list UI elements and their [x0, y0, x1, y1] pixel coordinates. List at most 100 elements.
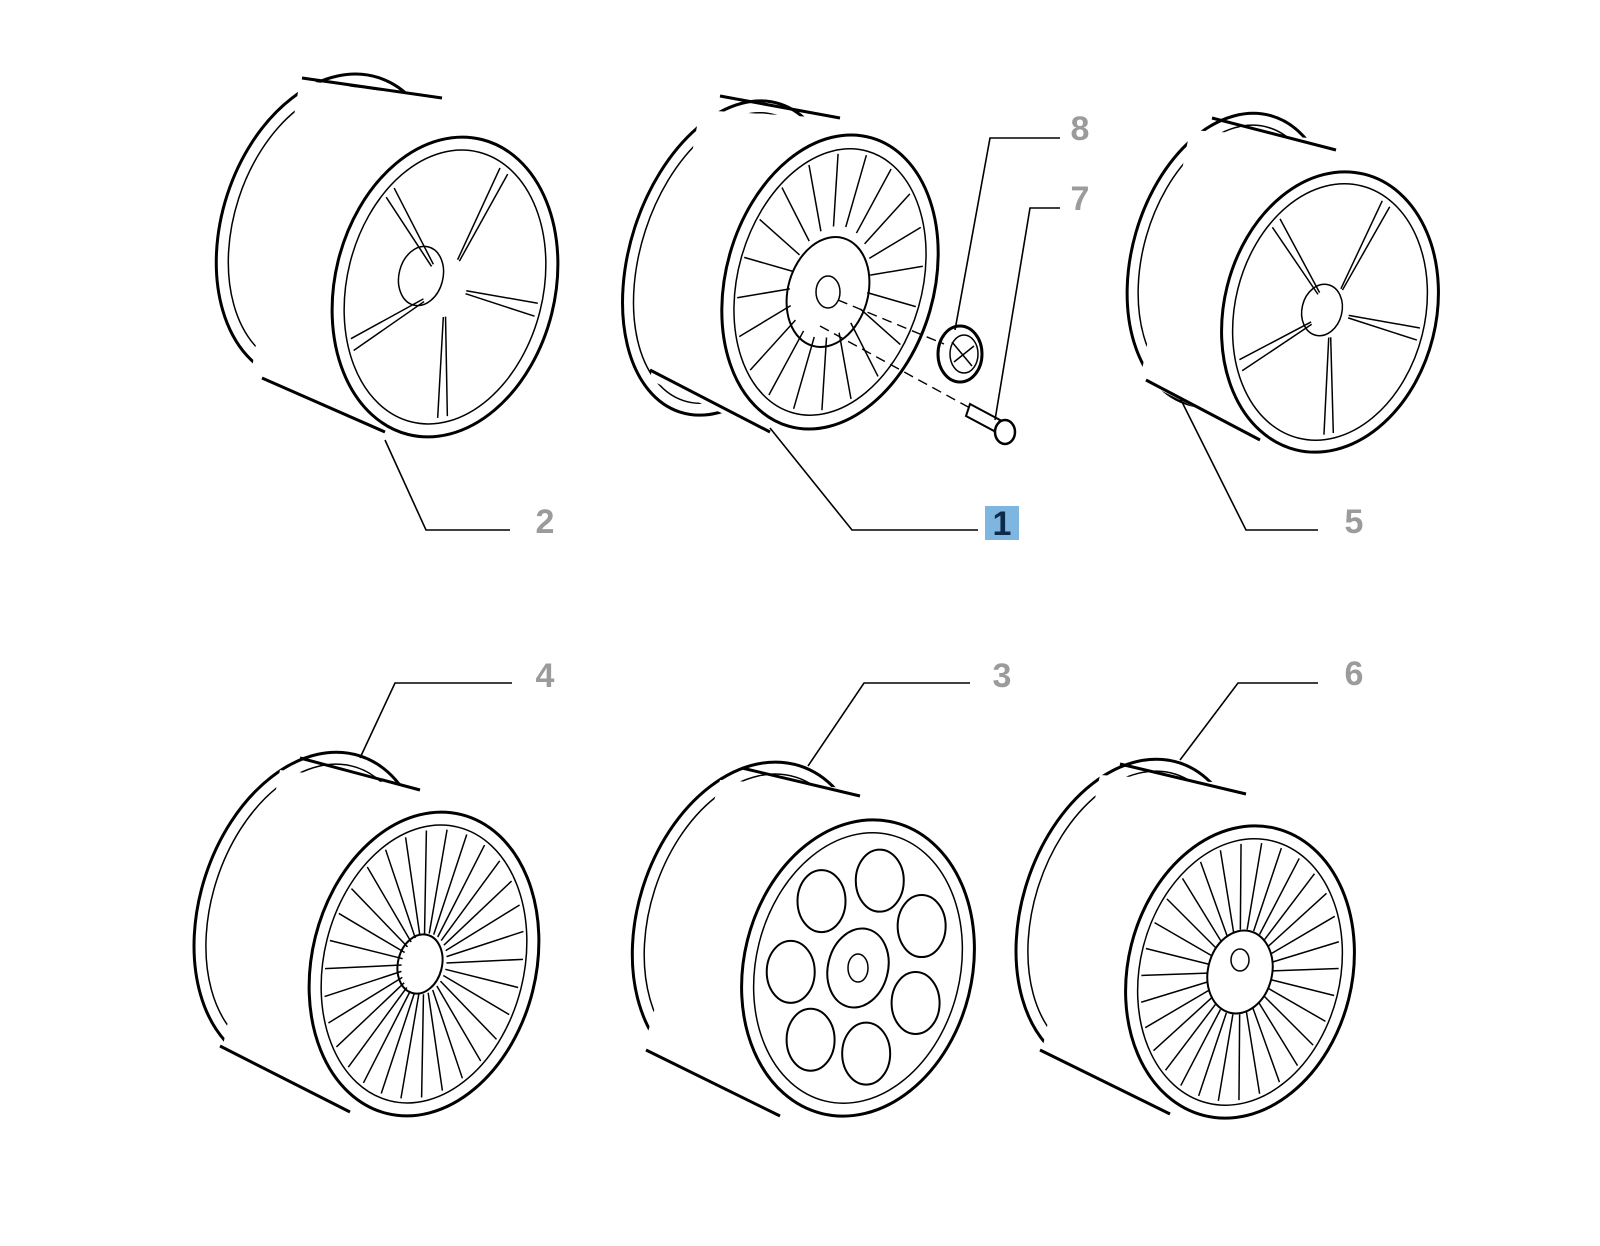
leader-3 — [807, 682, 970, 767]
spoke-line — [1272, 967, 1339, 972]
spoke-line — [845, 154, 868, 228]
wheel-3[interactable] — [593, 731, 1004, 1141]
spoke-line — [362, 990, 411, 1084]
wheel-2[interactable] — [178, 44, 588, 461]
spoke-line — [1323, 337, 1330, 435]
wheel-hole — [854, 848, 905, 913]
spoke-line — [328, 976, 403, 1024]
callout-5[interactable]: 5 — [1345, 503, 1364, 541]
wheel-hole — [785, 1007, 836, 1072]
wheel-hole — [765, 939, 816, 1004]
spoke-line — [437, 844, 486, 938]
spoke-line — [759, 218, 801, 256]
spoke-line — [1181, 877, 1222, 942]
spoke-line — [1272, 941, 1340, 963]
leader-1 — [769, 427, 978, 531]
wheel-6[interactable] — [978, 729, 1385, 1142]
spoke-line — [446, 958, 523, 964]
callout-6[interactable]: 6 — [1345, 655, 1364, 693]
spoke-line — [427, 992, 444, 1091]
assembly-line-cap — [837, 299, 945, 345]
spoke-line — [768, 330, 805, 396]
callout-1[interactable]: 1 — [993, 505, 1012, 543]
spoke-line — [838, 332, 852, 400]
spoke-line — [866, 291, 916, 308]
spoke-line — [832, 153, 839, 227]
spoke-line — [338, 912, 406, 954]
spoke-line — [1270, 915, 1336, 955]
spoke-line — [1267, 987, 1326, 1023]
spoke-line — [366, 866, 412, 943]
spoke-line — [1246, 843, 1263, 930]
spoke-line — [465, 292, 535, 317]
spoke-line — [1199, 861, 1228, 936]
spoke-line — [1341, 206, 1391, 291]
wheel-hole — [841, 1021, 892, 1086]
callout-2[interactable]: 2 — [536, 503, 555, 541]
callout-8[interactable]: 8 — [1071, 110, 1090, 148]
spoke-line — [1329, 337, 1335, 434]
spoke-line — [868, 226, 922, 259]
spoke-line — [1154, 921, 1213, 957]
spoke-line — [870, 265, 923, 276]
spoke-line — [808, 164, 822, 232]
spoke-line — [385, 196, 433, 267]
wheel-1[interactable] — [585, 73, 971, 455]
wheel-bolt[interactable] — [964, 402, 1017, 446]
spoke-line — [1258, 1002, 1299, 1067]
spoke-line — [350, 298, 424, 340]
spoke-line — [436, 985, 482, 1062]
leader-2 — [384, 439, 510, 531]
spoke-line — [1347, 317, 1418, 341]
spoke-line — [324, 970, 402, 998]
spoke-line — [347, 986, 408, 1068]
spoke-line — [466, 289, 538, 304]
spoke-line — [404, 837, 421, 936]
callout-4[interactable]: 4 — [536, 657, 555, 695]
spoke-line — [458, 173, 509, 262]
spoke-line — [1166, 898, 1217, 949]
spoke-line — [855, 168, 892, 234]
wheel-6-spokes — [1140, 843, 1340, 1101]
leader-6 — [1179, 682, 1318, 761]
spoke-line — [792, 336, 815, 410]
spoke-line — [456, 167, 501, 261]
spoke-line — [436, 316, 445, 418]
wheel-hole — [796, 869, 847, 934]
callout-3[interactable]: 3 — [993, 657, 1012, 695]
spoke-line — [1217, 1014, 1234, 1101]
spoke-line — [1241, 323, 1313, 372]
wheel-hole — [890, 970, 941, 1035]
spoke-line — [380, 993, 416, 1094]
callout-1-highlight — [985, 506, 1019, 540]
spoke-line — [445, 968, 519, 989]
spoke-line — [1219, 850, 1235, 932]
wheel-hole — [896, 894, 947, 959]
spoke-line — [440, 860, 501, 942]
spoke-line — [446, 930, 524, 958]
spoke-line — [1164, 1003, 1217, 1071]
spoke-line — [443, 880, 513, 946]
spoke-line — [821, 337, 828, 411]
spoke-line — [737, 288, 790, 299]
spoke-line — [1279, 218, 1321, 293]
leader-7 — [994, 207, 1060, 421]
spoke-line — [1140, 981, 1208, 1003]
spoke-line — [439, 980, 498, 1040]
wheel-4[interactable] — [155, 722, 570, 1141]
callout-7[interactable]: 7 — [1071, 180, 1090, 218]
spoke-line — [1348, 314, 1421, 329]
spoke-line — [400, 994, 420, 1099]
leader-8 — [954, 137, 1060, 331]
spoke-line — [1145, 947, 1210, 965]
spoke-line — [1252, 847, 1283, 932]
spoke-line — [1271, 226, 1319, 295]
spoke-line — [744, 256, 794, 273]
spoke-line — [1141, 972, 1208, 977]
center-cap[interactable] — [936, 324, 984, 384]
spoke-line — [350, 888, 409, 948]
spoke-line — [1263, 873, 1316, 941]
spoke-line — [444, 316, 449, 417]
spoke-line — [445, 904, 520, 952]
wheel-5[interactable] — [1094, 89, 1467, 476]
